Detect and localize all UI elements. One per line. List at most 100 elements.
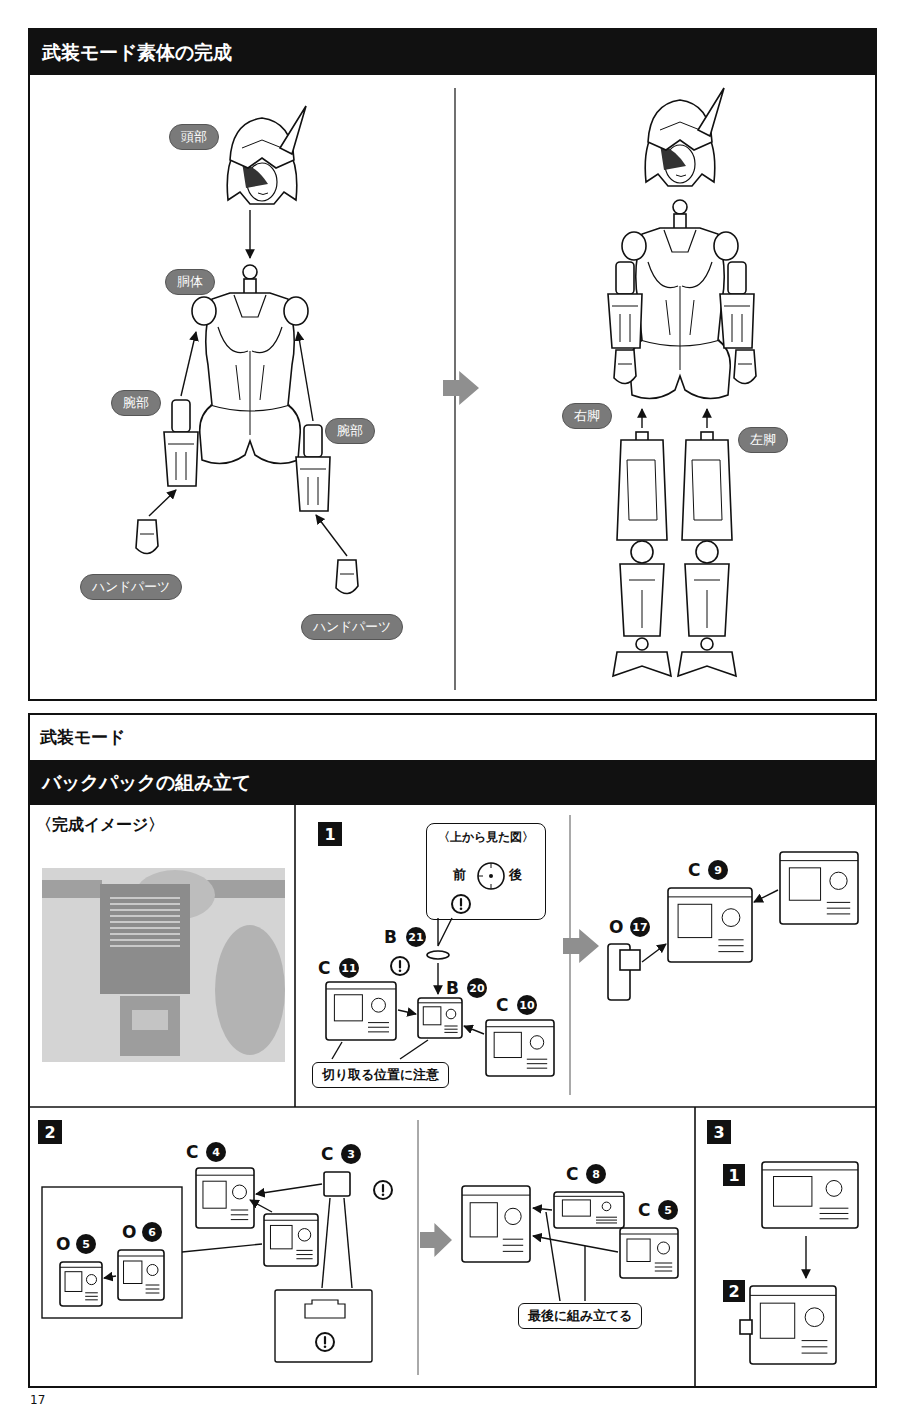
step-number-text: 2 [728,1282,739,1301]
part-edge [264,1220,318,1221]
part-socket [602,1202,611,1211]
part-body [118,1250,164,1300]
arm-illustration [296,425,330,511]
shin [620,564,664,636]
image-vent [110,897,180,899]
caution-circle [316,1333,334,1351]
image-vent [110,915,180,917]
part-edge [750,1295,836,1296]
leader-line [322,1198,330,1288]
part-assembly [762,1162,858,1228]
upper-arm [728,262,746,294]
detail-box [275,1290,372,1362]
part-recess [203,1181,226,1208]
caution-bar [460,899,462,906]
leader-line [332,1042,342,1059]
part-assembly [750,1286,836,1364]
part-vent [368,1031,389,1032]
assembly-arrow [250,1200,272,1212]
part-peg [740,1320,752,1334]
part-vent [802,1340,828,1341]
part-vent [503,1239,523,1240]
shin-detail [694,580,720,628]
image-cell: 〈完成イメージ〉 [28,803,295,1107]
caution-mark [391,957,409,975]
part-vent [527,1059,547,1060]
callout-number: 5 [76,1234,96,1254]
part-recess [65,1272,82,1292]
head-blade [280,106,306,154]
cell-border [294,803,296,1107]
image-backpack [100,884,190,994]
image-shape [120,996,180,1056]
suit-line [236,365,264,400]
part-o6 [118,1250,164,1300]
part-body [668,888,752,962]
step-arrow [563,929,599,963]
part-vent [231,1219,248,1220]
head-illustration [227,106,306,204]
caution-dot [382,1194,385,1197]
leg-illustration [613,432,671,676]
callout-number: 10 [517,995,537,1015]
instruction-panel: 武装モードバックパックの組み立て〈完成イメージ〉1〈上から見た図〉前後切り取る位… [28,713,877,1388]
part-letter: O [609,917,623,937]
view-text: 前 [451,866,467,884]
shoulder [192,297,216,325]
view-text: 後 [507,866,523,884]
part-socket [826,1180,842,1196]
step-number: 2 [723,1280,745,1302]
part-letter: C [566,1164,578,1184]
caution-circle [374,1181,392,1199]
part-vent [444,1029,457,1030]
part-vent [296,1250,312,1251]
callout-number: 3 [341,1144,361,1164]
part-socket [530,1036,543,1049]
leader-line [182,1244,262,1252]
part-socket [86,1275,96,1285]
part-body [486,1020,554,1076]
hand [734,350,756,384]
part-edge [486,1026,554,1027]
part-recess [678,904,712,937]
belt-line [640,340,720,346]
image-shape [215,925,285,1055]
part-vent [827,902,850,903]
callout-tail [438,918,452,946]
panel-heading: 武装モード素体の完成 [30,30,875,75]
thigh-panel [627,460,657,520]
part-name-tag: 頭部 [169,124,219,150]
part-body [750,1286,836,1364]
forearm-detail [168,444,194,480]
belt-line [210,405,290,411]
part-letter: C [688,860,700,880]
part-name-tag: 左脚 [738,427,788,453]
foot [678,652,736,676]
part-o5-o6 [264,1214,318,1266]
part-letter: C [318,958,330,978]
part-recess [774,1177,812,1207]
part-vent [655,1267,672,1268]
part-vent [85,1292,98,1293]
assembly-arrow [398,1010,416,1014]
part-socket [658,1242,670,1254]
leg-illustration [678,432,736,676]
head-blade [698,88,724,136]
part-socket [147,1264,158,1275]
part-body [326,982,396,1040]
part-vent [85,1299,98,1300]
image-vent [110,903,180,905]
part-vent [231,1214,248,1215]
ankle [701,638,713,650]
mouth [676,175,686,177]
collar [664,230,696,252]
callout-number: 11 [339,958,359,978]
cell-heading: 〈完成イメージ〉 [28,803,295,848]
image-shape [42,880,102,898]
part-recess [334,995,362,1021]
part-vent [296,1254,312,1255]
part-name-tag: 胴体 [165,269,215,295]
part-vent [527,1068,547,1069]
instruction-panel: 武装モード素体の完成頭部胴体腕部腕部ハンドパーツハンドパーツ右脚左脚 [28,28,877,701]
